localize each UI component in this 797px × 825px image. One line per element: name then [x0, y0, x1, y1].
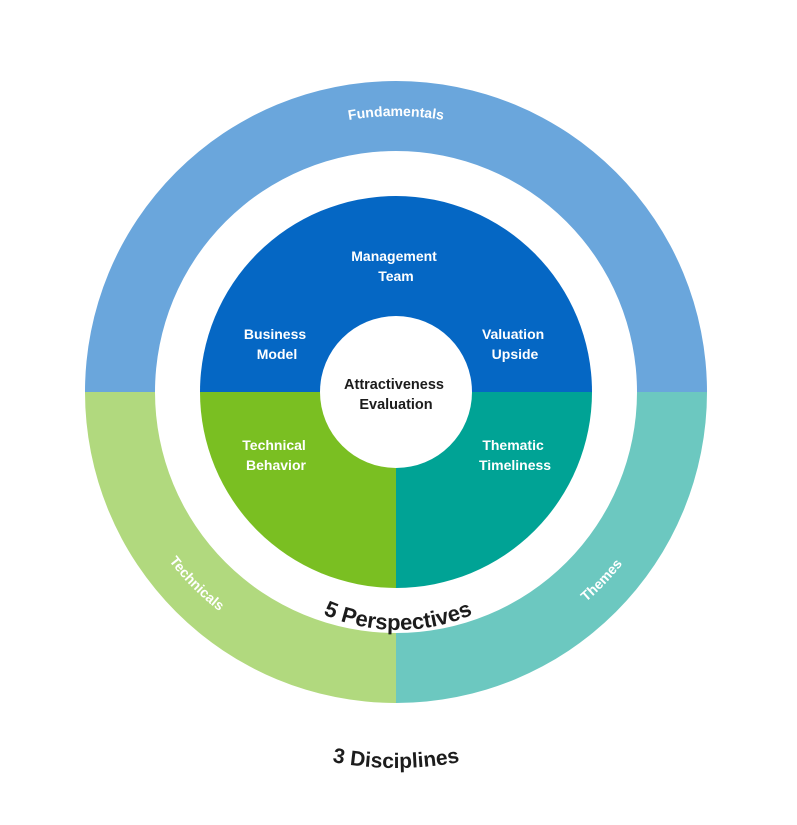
center-circle	[320, 316, 472, 468]
center-label-line1: Attractiveness	[344, 377, 444, 393]
svg-text:Thematic Timeliness: Thematic Timeliness	[479, 437, 551, 473]
svg-text:Attractiveness Evaluation: Attractiveness Evaluation	[344, 377, 448, 413]
center-label-line2: Evaluation	[359, 397, 432, 413]
svg-text:Valuation Upside: Valuation Upside	[482, 326, 548, 362]
fundamentals-ring-segment	[85, 81, 707, 392]
perspectives-top-half	[200, 196, 592, 392]
svg-text:3 Disciplines: 3 Disciplines	[331, 744, 460, 773]
svg-text:Business Model: Business Model	[244, 326, 310, 362]
valuation-upside-label-line2: Upside	[492, 346, 539, 362]
fundamentals-label: Fundamentals	[347, 103, 446, 123]
valuation-upside-label-line1: Valuation	[482, 326, 544, 342]
svg-text:Management Team: Management Team	[351, 248, 440, 284]
svg-text:Technical Behavior: Technical Behavior	[242, 437, 309, 473]
business-model-label-line2: Model	[257, 346, 297, 362]
svg-text:Fundamentals: Fundamentals	[347, 103, 446, 123]
thematic-timeliness-label-line1: Thematic	[482, 437, 544, 453]
business-model-label-line1: Business	[244, 326, 306, 342]
management-team-label-line2: Team	[378, 268, 414, 284]
technical-behavior-label-line1: Technical	[242, 437, 306, 453]
disciplines-caption: 3 Disciplines	[331, 744, 460, 773]
thematic-timeliness-label-line2: Timeliness	[479, 457, 551, 473]
technicals-ring-segment	[85, 392, 396, 703]
themes-ring-segment	[396, 392, 707, 703]
technical-behavior-label-line2: Behavior	[246, 457, 306, 473]
management-team-label-line1: Management	[351, 248, 437, 264]
